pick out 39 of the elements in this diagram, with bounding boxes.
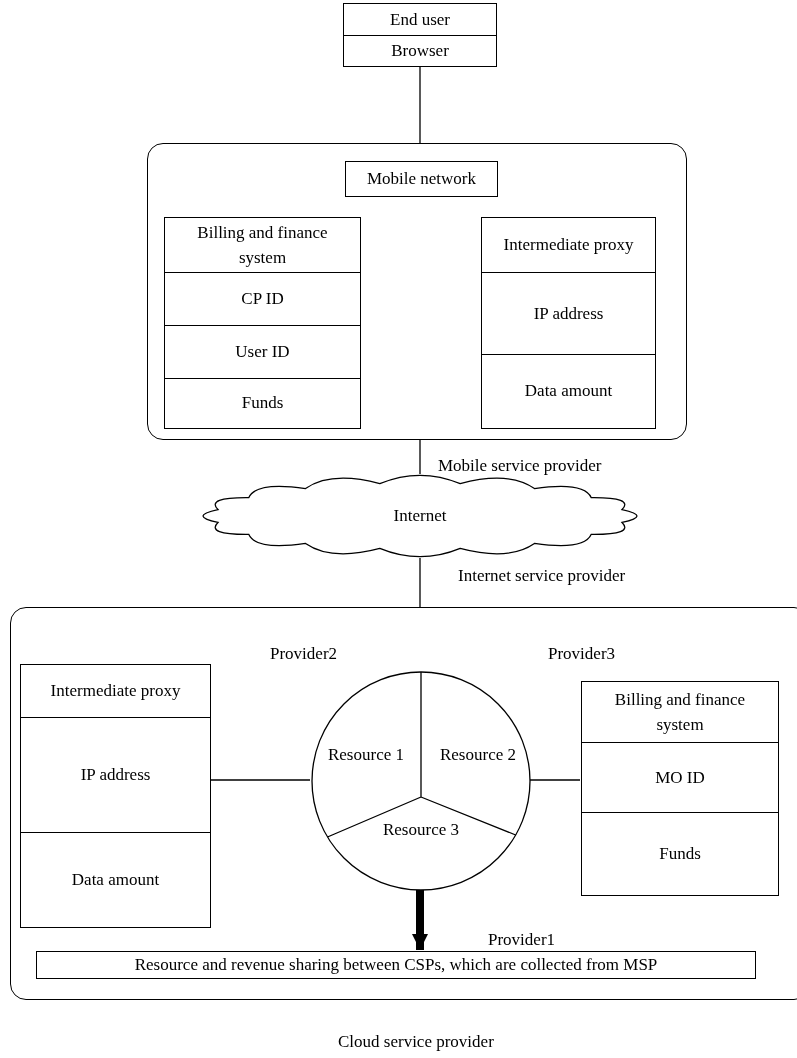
table-text: MO ID [655,766,705,789]
connector-line [419,439,421,475]
connector-line [419,66,421,144]
table-text: Browser [391,39,449,62]
table-header: End user [390,8,450,31]
group-title: Mobile service provider [438,456,602,476]
table-text: Funds [659,842,701,865]
table-header: Billing and finance system [196,221,329,269]
sector-label: Resource 2 [440,744,516,767]
process-box [345,161,498,197]
table-text: Data amount [524,380,613,403]
table-text: Funds [241,392,284,415]
connector-line [419,557,421,608]
table-box [481,217,656,429]
table-text: Resource and revenue sharing between CSPs, which are collected from MSP [134,953,658,976]
connector-line [209,779,311,781]
table-text: CP ID [241,288,284,311]
arrow [412,890,428,950]
group-title: Cloud service provider [338,1032,494,1052]
table-box [343,3,497,67]
table-header: Intermediate proxy [503,234,634,257]
table-box [581,681,779,896]
table-text: Data amount [71,868,160,891]
caption-text: Internet service provider [458,566,626,586]
table-box [164,217,361,429]
table-header: Intermediate proxy [50,680,181,703]
table-text: Mobile network [366,167,477,190]
table-text: IP address [80,764,151,787]
provider-label: Provider1 [488,930,556,950]
table-text: User ID [235,341,290,364]
sector-label: Resource 1 [328,744,404,767]
cloud-label: Internet [393,505,447,528]
table-text: IP address [533,302,604,325]
provider-label: Provider2 [270,644,338,664]
sector-label: Resource 3 [383,819,459,842]
process-box [36,951,756,979]
table-box [20,664,211,928]
provider-label: Provider3 [548,644,616,664]
table-header: Billing and finance system [613,688,747,736]
